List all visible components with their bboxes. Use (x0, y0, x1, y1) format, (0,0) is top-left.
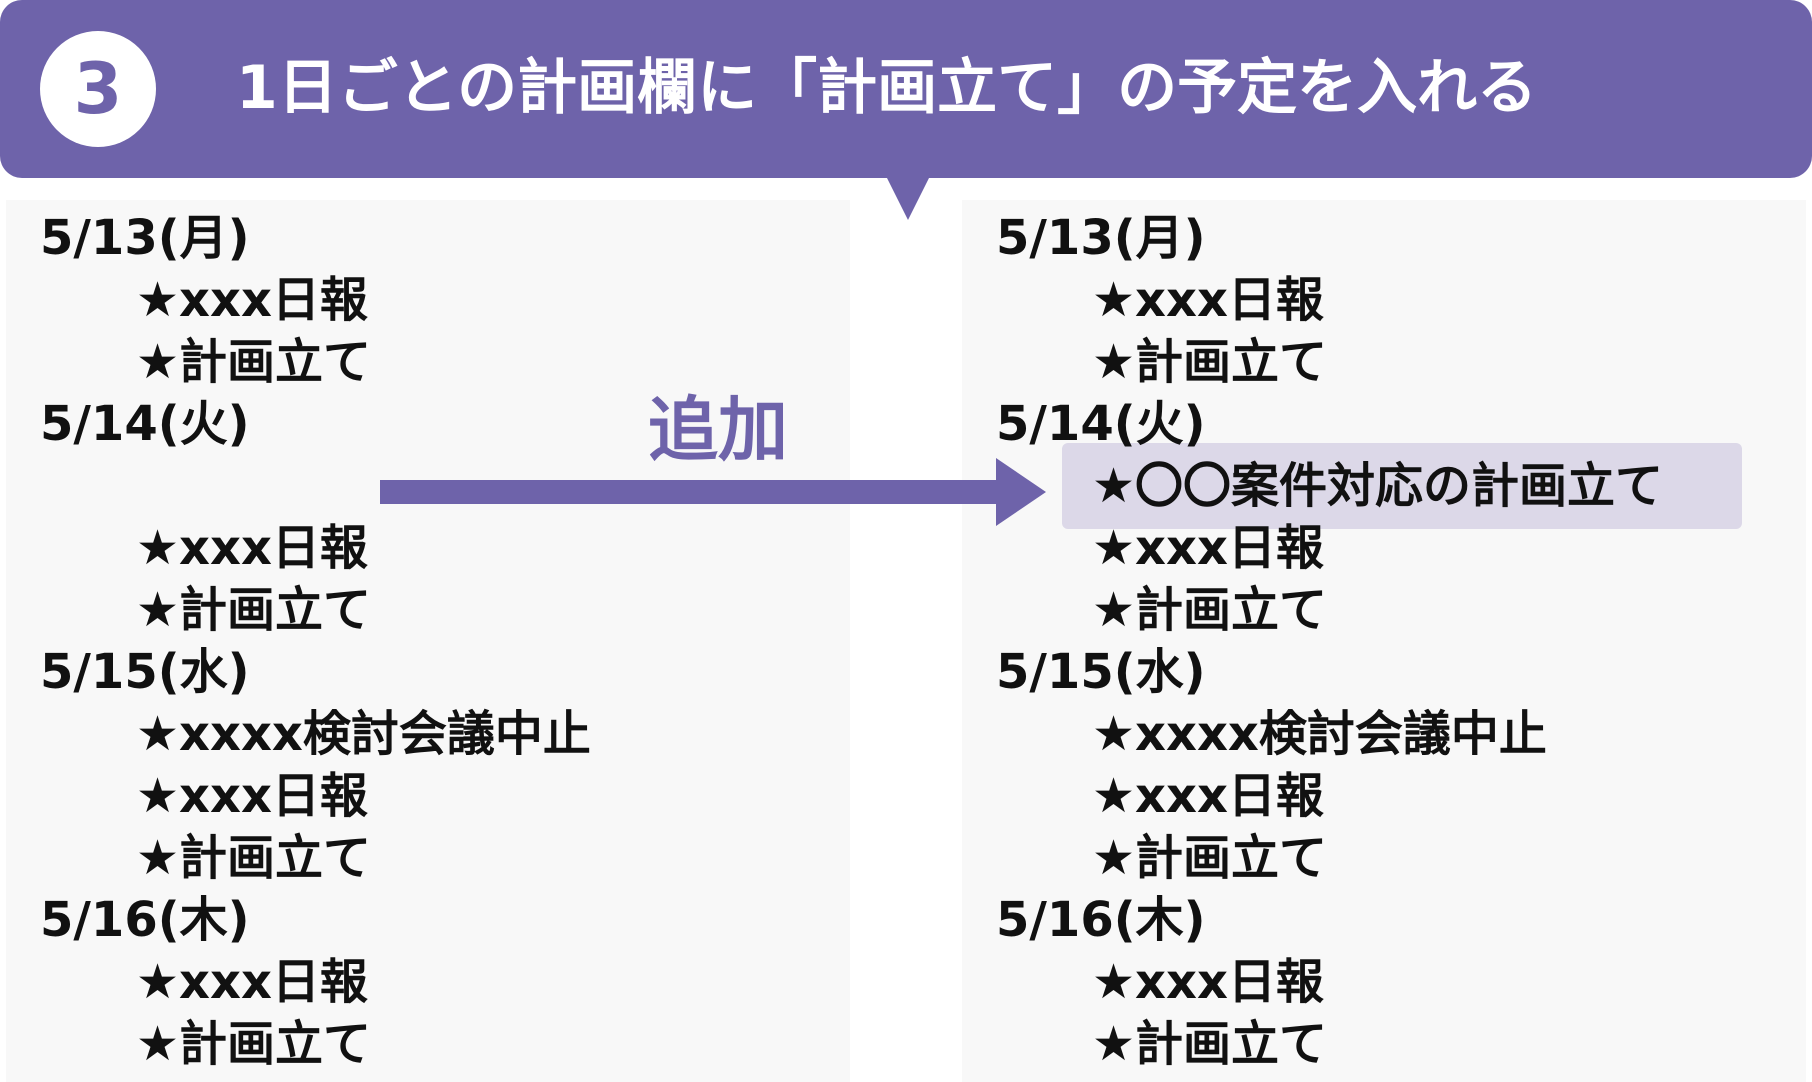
task-item: ★計画立て (136, 1016, 372, 1072)
task-item: ★xxx日報 (1092, 520, 1324, 576)
task-item: ★計画立て (1092, 830, 1328, 886)
date-label: 5/13(月) (996, 210, 1206, 266)
date-label: 5/14(火) (40, 396, 250, 452)
date-label: 5/15(水) (996, 644, 1206, 700)
task-item: ★計画立て (136, 334, 372, 390)
arrow-right-icon (380, 480, 1012, 504)
arrow-head-icon (996, 458, 1046, 526)
header-pointer (886, 176, 930, 220)
task-item: ★計画立て (1092, 334, 1328, 390)
step-number-badge: 3 (40, 31, 156, 147)
add-arrow-label: 追加 (648, 389, 788, 471)
date-label: 5/15(水) (40, 644, 250, 700)
task-item: ★xxx日報 (136, 520, 368, 576)
task-item: ★xxxx検討会議中止 (136, 706, 591, 762)
date-label: 5/16(木) (996, 892, 1206, 948)
date-label: 5/16(木) (40, 892, 250, 948)
schedule-after-panel: 5/13(月) ★xxx日報 ★計画立て 5/14(火) ★〇〇案件対応の計画立… (962, 200, 1806, 1082)
step-header: 3 1日ごとの計画欄に「計画立て」の予定を入れる (0, 0, 1812, 178)
task-item: ★計画立て (136, 830, 372, 886)
header-title: 1日ごとの計画欄に「計画立て」の予定を入れる (236, 53, 1538, 123)
task-item: ★計画立て (1092, 582, 1328, 638)
added-task-item: ★〇〇案件対応の計画立て (1092, 458, 1664, 514)
task-item: ★xxxx検討会議中止 (1092, 706, 1547, 762)
task-item: ★計画立て (1092, 1016, 1328, 1072)
schedule-before-panel: 5/13(月) ★xxx日報 ★計画立て 5/14(火) ★xxx日報 ★計画立… (6, 200, 850, 1082)
date-label: 5/13(月) (40, 210, 250, 266)
task-item: ★xxx日報 (136, 272, 368, 328)
task-item: ★xxx日報 (1092, 954, 1324, 1010)
task-item: ★xxx日報 (136, 768, 368, 824)
task-item: ★xxx日報 (1092, 768, 1324, 824)
date-label: 5/14(火) (996, 396, 1206, 452)
task-item: ★xxx日報 (136, 954, 368, 1010)
task-item: ★計画立て (136, 582, 372, 638)
task-item: ★xxx日報 (1092, 272, 1324, 328)
added-task-highlight (1062, 443, 1742, 529)
